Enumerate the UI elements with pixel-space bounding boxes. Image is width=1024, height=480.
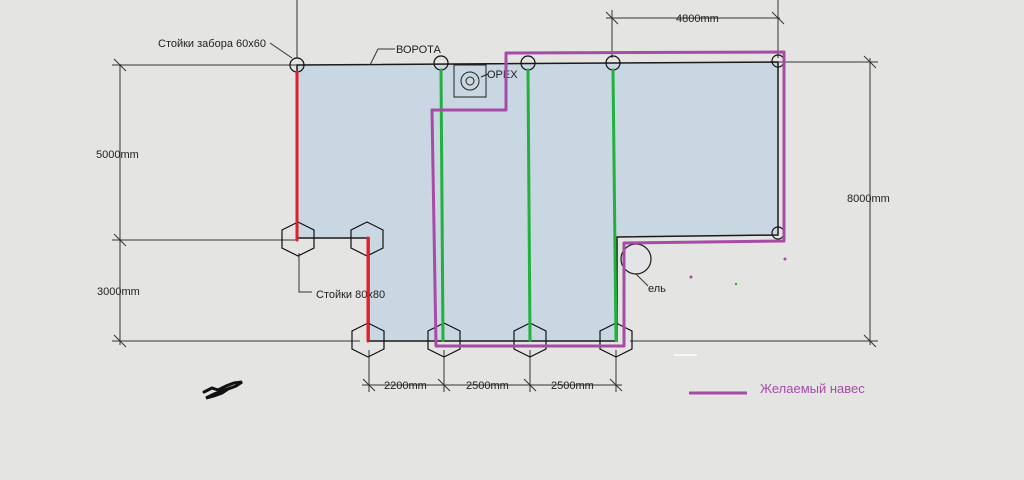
spruce-label: ель [648,283,666,295]
green-beams [439,68,618,342]
red-beams [295,70,370,343]
walnut-tree-symbol [453,64,487,98]
dim-bottom-3: 2500mm [551,380,594,392]
legend-label: Желаемый навес [760,381,865,396]
dim-right: 8000mm [847,193,890,205]
posts-80-label: Стойки 80x80 [316,289,385,301]
dim-top: 4800mm [676,13,719,25]
dim-bottom-2: 2500mm [466,380,509,392]
desired-canopy-outline [430,50,786,348]
scribble [202,380,243,400]
stray-dot-purple-1 [689,275,693,279]
gate-label: ВОРОТА [396,44,442,56]
walnut-label: ОРЕХ [487,69,518,81]
dim-left-upper: 5000mm [96,149,139,161]
stray-dot-green [734,282,738,286]
dim-left-lower: 3000mm [97,286,140,298]
dim-bottom-1: 2200mm [384,380,427,392]
stray-dot-purple-2 [783,257,787,261]
fence-posts-label: Стойки забора 60x60 [158,38,266,50]
legend: Желаемый навес [689,381,865,396]
dimension-lines [112,0,878,392]
